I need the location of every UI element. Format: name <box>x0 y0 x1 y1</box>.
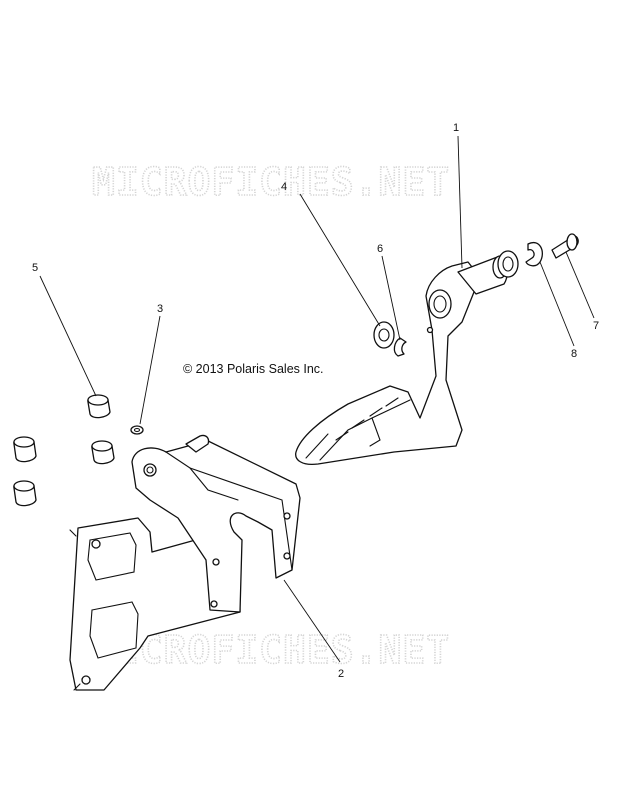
callout-5: 5 <box>32 262 38 274</box>
bushing-part-4 <box>373 321 395 349</box>
callout-4: 4 <box>281 181 287 193</box>
clip-part-6 <box>393 337 407 357</box>
callout-2: 2 <box>338 668 344 680</box>
callout-1: 1 <box>453 122 459 134</box>
e-clip-part-8 <box>525 241 543 267</box>
leader-line-1 <box>457 135 463 269</box>
nut-part-3 <box>130 425 144 435</box>
mounting-bracket-part <box>69 434 301 691</box>
leader-line-5 <box>39 275 97 397</box>
leader-line-3 <box>139 315 161 425</box>
callout-8: 8 <box>571 348 577 360</box>
pin-part-7 <box>551 233 579 259</box>
leader-line-7 <box>565 251 595 319</box>
washer-part <box>497 250 519 278</box>
brake-pedal-part <box>295 255 509 466</box>
leader-line-6 <box>381 255 401 341</box>
leader-line-4 <box>299 193 381 327</box>
callout-3: 3 <box>157 303 163 315</box>
callout-6: 6 <box>377 243 383 255</box>
leader-line-2 <box>283 579 341 663</box>
copyright-notice: © 2013 Polaris Sales Inc. <box>183 362 324 376</box>
watermark-top: MICROFICHES.NET <box>92 160 450 204</box>
grommets-part-5 <box>13 394 115 507</box>
callout-7: 7 <box>593 320 599 332</box>
leader-line-8 <box>539 261 575 347</box>
